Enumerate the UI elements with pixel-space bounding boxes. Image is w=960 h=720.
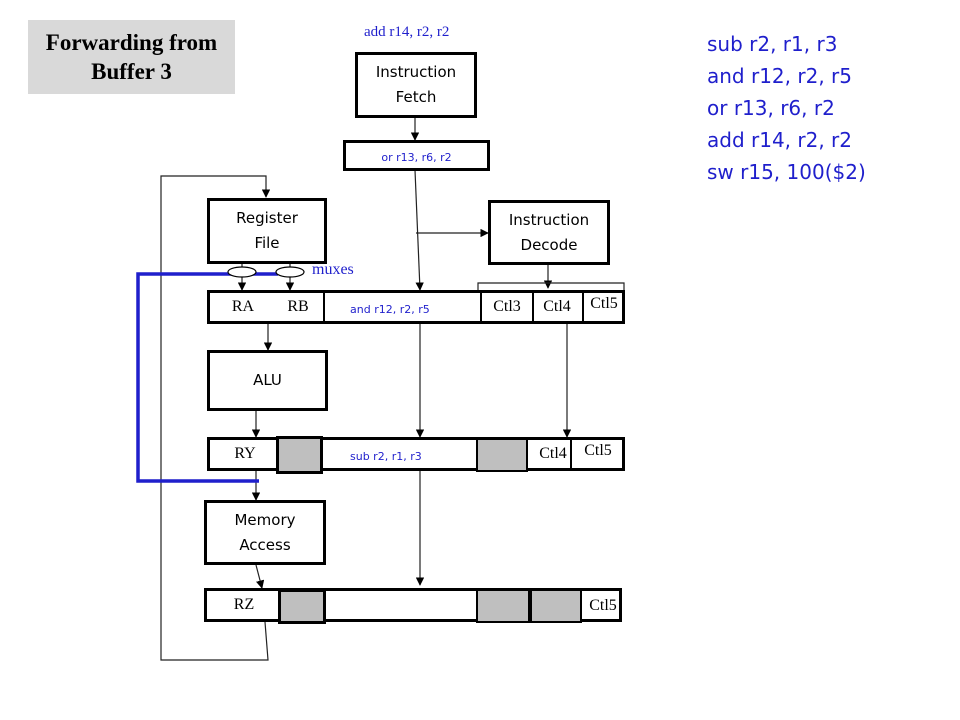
b3-grey-cell [276,436,323,474]
ctl-bracket [477,282,625,290]
stage-label: Instruction [508,210,590,229]
title-line-2: Buffer 3 [91,59,172,84]
stage-label: File [254,234,280,252]
buffer-4: RZ Ctl5 [204,588,622,624]
stage-label: ALU [253,371,282,389]
b2-divider [532,293,534,321]
b3-ctl4: Ctl4 [539,445,567,462]
b2-ctl3: Ctl3 [493,298,521,315]
wire-memory-to-b4 [255,564,265,589]
b2-ra: RA [231,298,255,315]
b4-grey-cell [530,589,582,623]
b2-instruction: and r12, r2, r5 [350,303,430,316]
fetch-instruction-label: add r14, r2, r2 [364,24,450,40]
wire-ir-to-b2 [414,169,424,291]
b3-instruction: sub r2, r1, r3 [350,450,422,463]
b3-ctl5: Ctl5 [584,442,612,459]
code-line: add r14, r2, r2 [707,128,852,152]
stage-label: Memory [234,510,296,529]
stage-label: Fetch [395,88,437,106]
code-line: and r12, r2, r5 [707,64,852,88]
stage-label: Access [239,535,291,554]
stage-label: Instruction [375,63,457,81]
stage-label: Register [236,209,298,227]
slide-title: Forwarding from Buffer 3 [28,20,235,94]
ir-instruction: or r13, r6, r2 [381,151,452,164]
instruction-fetch-stage: Instruction Fetch [355,52,477,118]
b2-ctl5: Ctl5 [590,295,618,312]
code-line: or r13, r6, r2 [707,96,835,120]
register-file-stage: Register File [207,198,327,264]
mux-rb [275,266,305,278]
b4-grey-cell [476,589,530,623]
buffer-3: RY sub r2, r1, r3 Ctl4 Ctl5 [207,436,625,474]
wire-writeback-loop [160,175,271,661]
alu-stage: ALU [207,350,328,411]
memory-access-stage: Memory Access [204,500,326,565]
instruction-decode-stage: Instruction Decode [488,200,610,265]
b2-divider [582,293,584,321]
forwarding-path [136,272,278,483]
code-line: sub r2, r1, r3 [707,32,838,56]
title-line-1: Forwarding from [45,30,218,55]
b2-rb: RB [287,298,309,315]
b4-grey-cell [278,589,326,624]
b3-grey-cell [476,438,528,472]
b3-ry: RY [234,445,256,462]
code-listing: sub r2, r1, r3 and r12, r2, r5 or r13, r… [707,28,866,188]
b2-divider [480,293,482,321]
stage-label: Decode [520,235,578,254]
instruction-register: or r13, r6, r2 [343,140,490,171]
mux-ra [227,266,257,278]
b4-ctl5: Ctl5 [589,597,617,614]
b2-ctl4: Ctl4 [543,298,571,315]
muxes-label: muxes [312,261,354,278]
b2-divider [323,293,325,321]
b4-rz: RZ [233,596,255,613]
buffer-2: RA RB and r12, r2, r5 Ctl3 Ctl4 Ctl5 [207,290,625,324]
b3-divider [570,440,572,468]
code-line: sw r15, 100($2) [707,160,866,184]
